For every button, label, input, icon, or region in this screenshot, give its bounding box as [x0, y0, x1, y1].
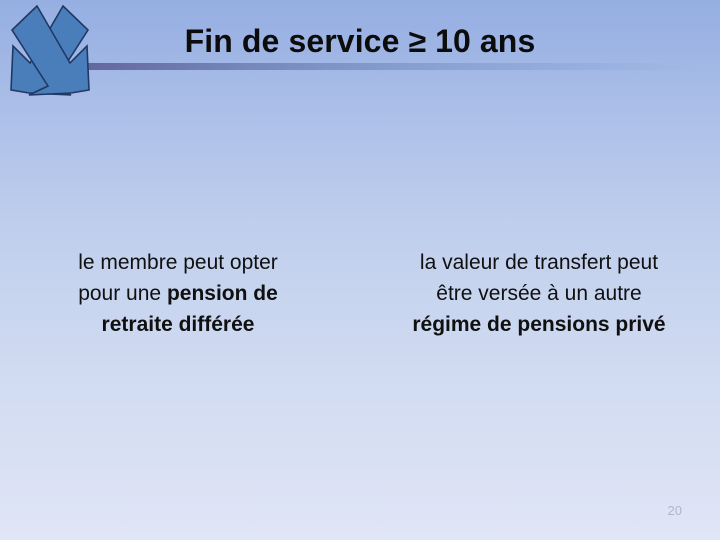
text-bold: pension de [166, 282, 278, 305]
text-line: régime de pensions privé [374, 309, 704, 340]
text-line: être versée à un autre [374, 278, 704, 309]
title-divider-rule [25, 63, 697, 70]
text-block-right: la valeur de transfert peut être versée … [374, 247, 704, 340]
text-plain: la valeur de transfert peut [419, 251, 659, 274]
text-line: pour une pension de [18, 278, 338, 309]
page-number: 20 [667, 503, 682, 518]
text-plain: pour une [78, 282, 167, 305]
text-line: la valeur de transfert peut [374, 247, 704, 278]
text-block-left: le membre peut opter pour une pension de… [18, 247, 338, 340]
text-line: retraite différée [18, 309, 338, 340]
text-plain: le membre peut opter [78, 251, 278, 274]
text-bold: retraite différée [101, 313, 255, 336]
arrow-down-right-icon-svg [10, 4, 90, 96]
text-line: le membre peut opter [18, 247, 338, 278]
text-plain: être versée à un autre [436, 282, 642, 305]
slide-title: Fin de service ≥ 10 ans [184, 23, 536, 59]
text-bold: régime de pensions privé [412, 313, 666, 336]
